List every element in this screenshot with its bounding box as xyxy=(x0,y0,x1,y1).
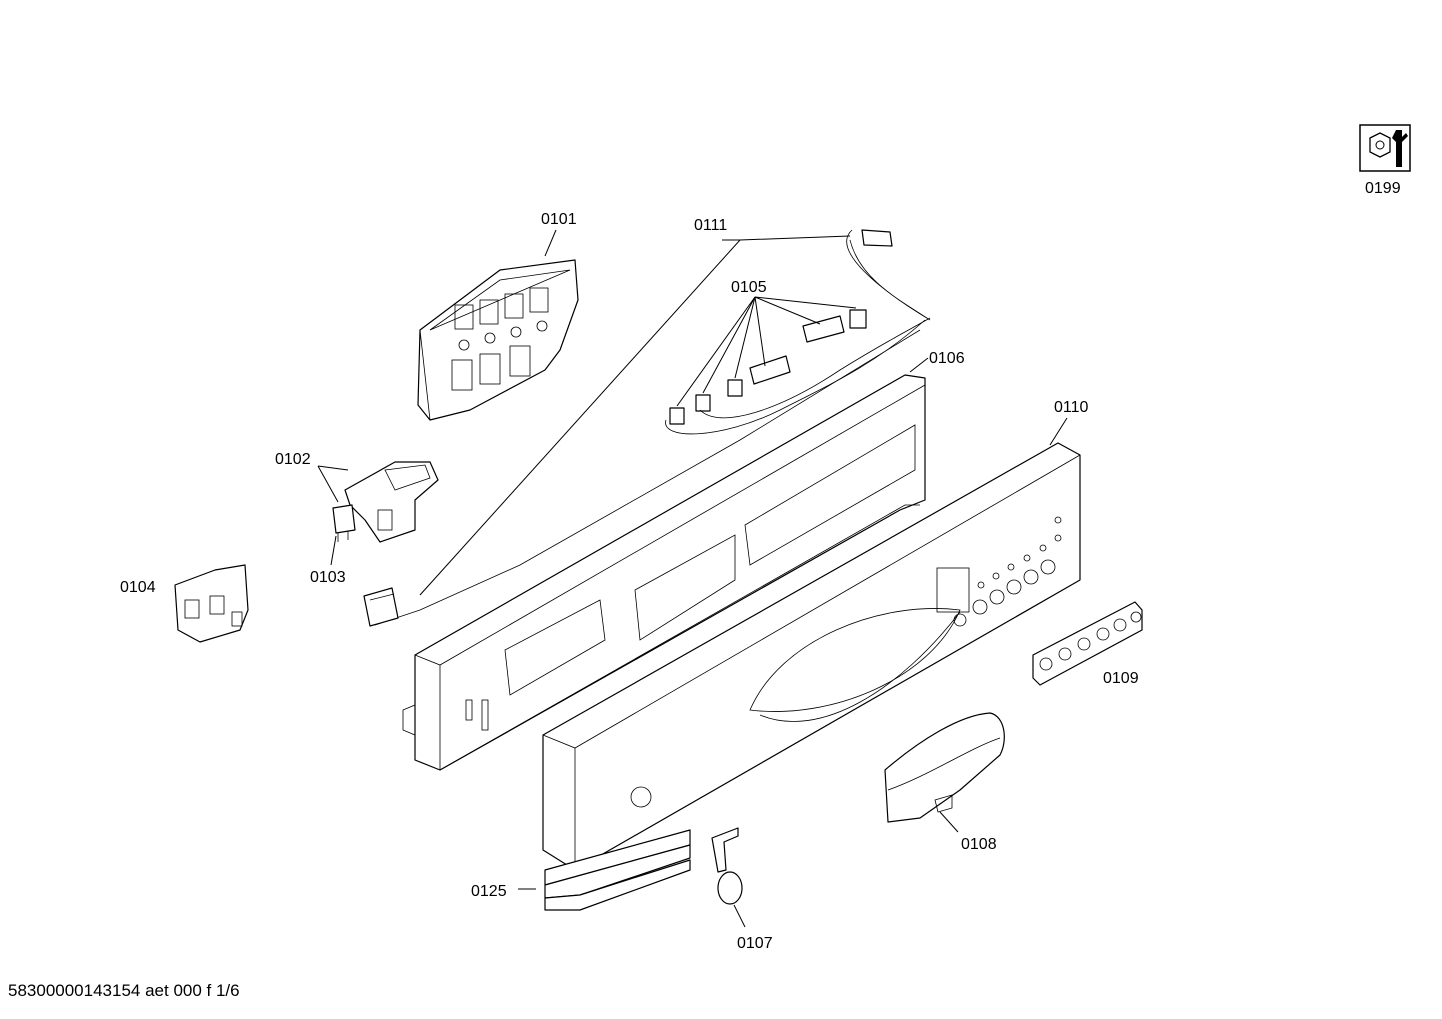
part-0125-seal-strips[interactable] xyxy=(544,829,691,911)
part-label-0109: 0109 xyxy=(1103,670,1139,687)
part-0107-knob[interactable] xyxy=(711,827,743,905)
part-label-0104: 0104 xyxy=(120,579,156,596)
part-label-0125: 0125 xyxy=(471,883,507,900)
part-0110-control-panel[interactable] xyxy=(542,442,1081,871)
part-0103-relay[interactable] xyxy=(332,504,356,542)
part-label-0107: 0107 xyxy=(737,935,773,952)
part-label-0106: 0106 xyxy=(929,350,965,367)
part-label-0101: 0101 xyxy=(541,211,577,228)
part-label-0111: 0111 xyxy=(694,217,727,234)
part-label-0199: 0199 xyxy=(1365,180,1401,197)
part-0102-relay-bracket[interactable] xyxy=(344,461,439,543)
part-label-0108: 0108 xyxy=(961,836,997,853)
part-label-0105: 0105 xyxy=(731,279,767,296)
drawing-reference-footer: 58300000143154 aet 000 f 1/6 xyxy=(8,981,240,1000)
part-0104-terminal-block[interactable] xyxy=(174,564,249,643)
part-0109-button-strip[interactable] xyxy=(1032,601,1143,686)
part-label-0102: 0102 xyxy=(275,451,311,468)
part-0106-front-frame[interactable] xyxy=(374,329,926,771)
part-0105-connectors[interactable] xyxy=(665,309,931,435)
part-harness-plug[interactable] xyxy=(363,587,399,627)
part-label-0110: 0110 xyxy=(1054,399,1089,416)
part-label-0103: 0103 xyxy=(310,569,346,586)
part-0101-control-module[interactable] xyxy=(417,259,579,421)
part-0111-connector[interactable] xyxy=(846,229,931,321)
service-tool-icon[interactable] xyxy=(1359,124,1411,172)
part-0108-door-handle[interactable] xyxy=(884,712,1005,823)
